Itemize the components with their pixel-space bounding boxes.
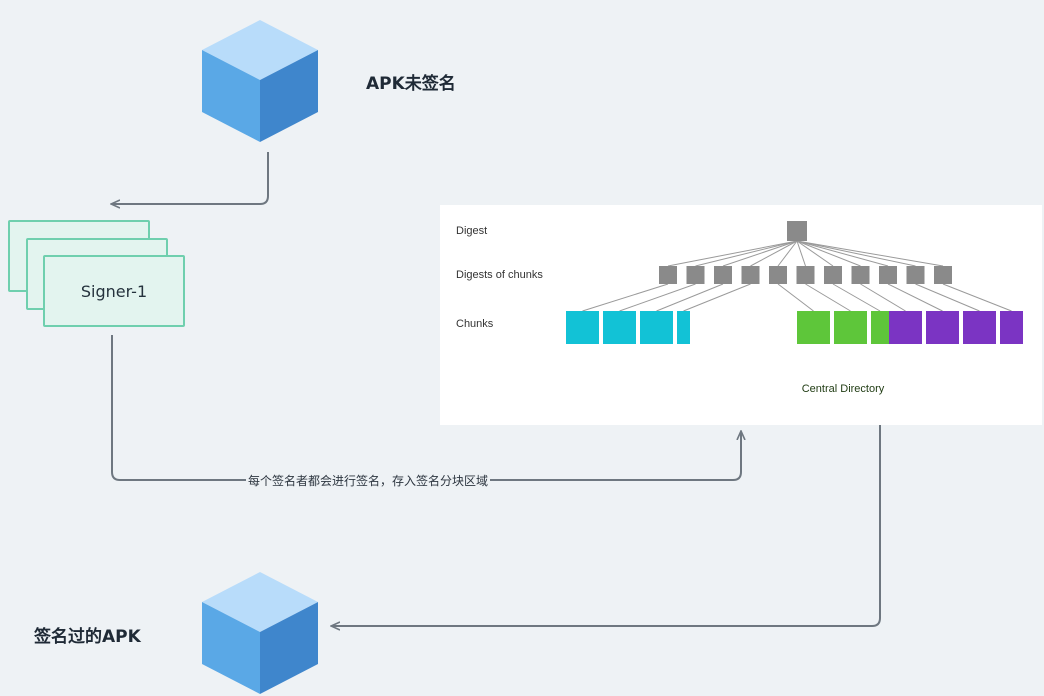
digest-to-root-line [796,240,944,267]
section-zip-entries: Contents of ZIP entries [566,372,691,406]
chunk-to-digest-line [860,283,906,312]
digest-to-root-line [796,240,889,267]
chunk-to-digest-line [915,283,980,312]
chunk-to-digest-line [656,283,724,312]
section-central-directory-label: Central Directory [801,383,885,395]
connector-apk-to-signer [112,152,269,204]
digest-tree [582,221,1012,312]
section-end-of-central-directory: End of Central Directory [889,372,1023,406]
digest-to-root-line [777,240,798,267]
section-central-directory: Central Directory [797,372,889,406]
digest-to-root-line [722,240,798,267]
chunk-block [1000,311,1023,344]
chunk-digest-node [714,266,732,284]
chunk-to-digest-line [582,283,669,312]
digest-to-root-line [695,240,798,267]
chunk-digest-node [851,266,870,284]
row-label-chunks: Chunks [456,318,494,330]
section-zip-entries-label: Contents of ZIP entries [572,383,685,395]
signing-flow-label: 每个签名者都会进行签名，存入签名分块区域 [246,472,491,489]
chunk-digest-node [659,266,677,284]
chunk-block [566,311,599,344]
digest-to-root-line [796,240,834,267]
signer-label: Signer-1 [80,281,148,301]
chunk-to-digest-line [683,283,751,312]
chunk-block [963,311,996,344]
digest-to-root-line [796,240,806,267]
chunk-digest-node [906,266,925,284]
row-label-digest: Digest [456,225,488,237]
chunk-block [603,311,636,344]
root-digest-node [787,221,807,241]
signed-apk-cube-icon [202,572,318,694]
digest-to-root-line [667,240,798,267]
chunk-digest-node [741,266,760,284]
chunk-block [871,311,889,344]
signer-card: Signer-1 [43,255,185,327]
chunk-to-digest-line [777,283,814,312]
row-label-digests-of-chunks: Digests of chunks [456,269,543,281]
chunk-block [834,311,867,344]
signed-apk-label: 签名过的APK [34,627,141,647]
digest-to-root-line [796,240,861,267]
chunk-digest-node [824,266,842,284]
apk-digest-panel: Digest Digests of chunks Chunks Contents… [440,205,1042,425]
chunk-block [640,311,673,344]
chunk-to-digest-line [832,283,881,312]
unsigned-apk-cube-icon [202,20,318,142]
chunk-block [797,311,830,344]
chunk-to-digest-line [619,283,696,312]
chunk-to-digest-line [887,283,943,312]
section-apk-signing-block: APK Signing Block [691,372,797,406]
digest-to-root-line [750,240,798,267]
digest-to-root-line [796,240,916,267]
chunk-to-digest-line [942,283,1012,312]
section-apk-signing-block-label: APK Signing Block [698,383,790,395]
chunk-digest-node [934,266,952,284]
chunk-digest-node [796,266,815,284]
chunk-digest-node [769,266,787,284]
chunk-block [889,311,922,344]
chunk-block [926,311,959,344]
chunk-digest-node [879,266,897,284]
unsigned-apk-label: APK未签名 [366,74,456,94]
section-eocd-label: End of Central Directory [897,383,1015,395]
chunk-digest-node [686,266,705,284]
chunk-to-digest-line [805,283,851,312]
chunk-block [677,311,690,344]
connector-block-to-signed [332,425,881,626]
